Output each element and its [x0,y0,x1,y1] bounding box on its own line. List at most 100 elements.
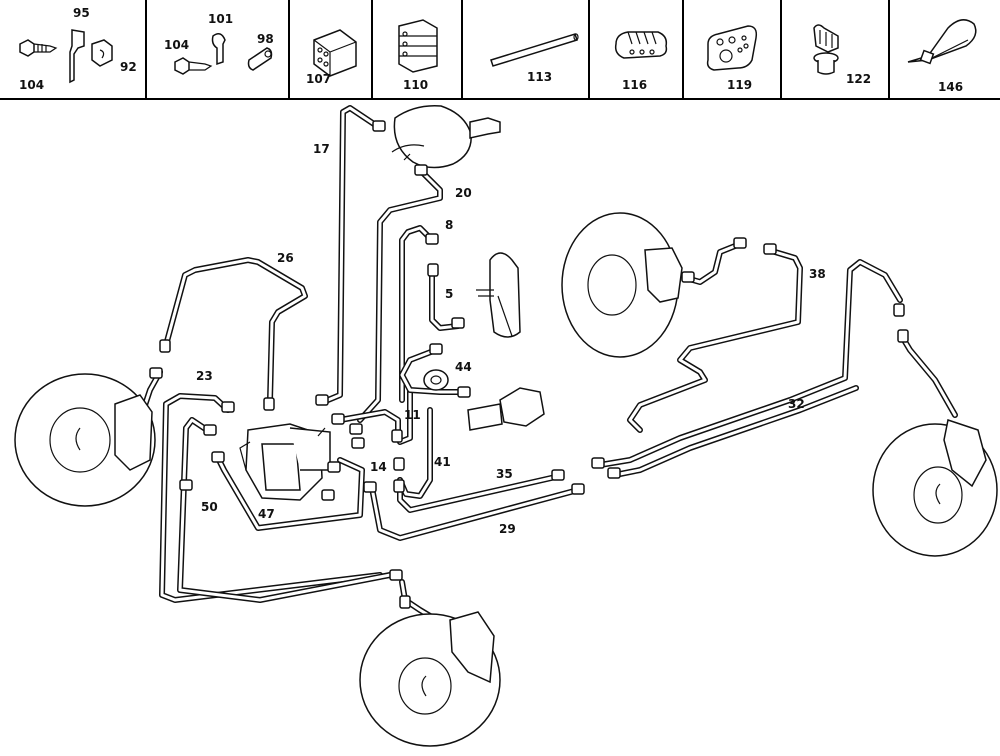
fitting[interactable] [349,423,363,435]
part-ref-101: 101 [208,12,234,26]
fitting[interactable] [763,243,777,255]
brake-line-26[interactable] [163,257,308,403]
parts-cell-9[interactable]: 146 [888,0,1000,98]
fitting[interactable] [315,394,329,406]
fitting[interactable] [391,429,403,443]
fitting[interactable] [399,595,411,609]
fitting[interactable] [414,164,428,176]
brake-line-23[interactable] [159,393,383,603]
four-way-holder-icon [313,29,357,77]
part-ref-116: 116 [622,78,648,92]
parts-strip: 95 104 92 101 104 98 107 [0,0,1000,100]
protective-hose-icon [490,33,579,67]
brake-hose-front-right[interactable] [683,241,743,285]
brake-line-38[interactable] [627,249,803,433]
callout-17: 17 [313,142,330,156]
fitting[interactable] [607,467,621,479]
front-left-disc[interactable] [14,373,156,507]
part-ref-107: 107 [306,72,332,86]
part-ref-110: 110 [403,78,429,92]
brake-line-47[interactable] [215,455,365,531]
fitting[interactable] [429,343,443,355]
parts-cell-5[interactable]: 113 [461,0,590,98]
parts-cell-8[interactable]: 122 [780,0,890,98]
pressure-accumulator[interactable] [423,369,545,431]
part-ref-104: 104 [19,78,45,92]
fitting[interactable] [427,263,439,277]
callout-29: 29 [499,522,516,536]
fitting[interactable] [263,397,275,411]
expanding-clip-icon [813,24,839,75]
fittings [149,120,909,633]
fitting[interactable] [149,367,163,379]
fitting[interactable] [179,479,193,491]
parts-cell-7[interactable]: 119 [682,0,782,98]
callout-14: 14 [370,460,387,474]
brake-line-5[interactable] [429,269,461,331]
part-ref-119: 119 [727,78,753,92]
parts-cell-6[interactable]: 116 [588,0,684,98]
brake-line-32[interactable] [597,259,903,478]
abs-hydraulic-unit[interactable] [239,423,331,501]
fitting[interactable] [551,469,565,481]
callout-5: 5 [445,287,454,301]
fitting[interactable] [351,437,365,449]
rear-left-disc[interactable] [359,611,501,747]
fitting[interactable] [211,451,225,463]
fitting[interactable] [897,329,909,343]
fitting[interactable] [203,424,217,436]
callout-38: 38 [809,267,826,281]
rear-right-disc[interactable] [872,419,998,557]
callout-35: 35 [496,467,513,481]
brake-line-8[interactable] [399,225,435,403]
callout-20: 20 [455,186,472,200]
fitting[interactable] [393,457,405,471]
brake-lines [142,105,958,625]
brake-line-20[interactable] [357,167,443,423]
part-ref-146: 146 [938,80,964,94]
brake-line-50[interactable] [177,417,393,603]
three-way-clip-icon [614,31,668,59]
fitting[interactable] [893,303,905,317]
fitting[interactable] [372,120,386,132]
brake-line-17[interactable] [325,105,383,403]
fitting[interactable] [733,237,747,249]
fitting[interactable] [221,401,235,413]
front-right-disc[interactable] [561,212,683,358]
part-ref-104b: 104 [164,38,190,52]
parts-cell-1[interactable]: 95 104 92 [0,0,147,98]
callout-11: 11 [404,408,421,422]
fitting[interactable] [393,479,405,493]
fluid-reservoir[interactable] [476,252,521,338]
part-ref-122: 122 [846,72,872,86]
fitting[interactable] [425,233,439,245]
callout-44: 44 [455,360,472,374]
parts-cell-4[interactable]: 110 [371,0,463,98]
fitting[interactable] [331,413,345,425]
brake-line-11[interactable] [337,409,401,435]
brake-hose-rear-right[interactable] [901,337,958,418]
callout-26: 26 [277,251,294,265]
fitting[interactable] [321,489,335,501]
fitting[interactable] [681,271,695,283]
brake-line-29[interactable] [369,485,581,541]
fitting[interactable] [159,339,171,353]
parts-cell-3[interactable]: 107 [288,0,373,98]
part-ref-92: 92 [120,60,137,74]
callout-47: 47 [258,507,275,521]
fitting[interactable] [363,481,377,493]
fitting[interactable] [389,569,403,581]
brake-line-44[interactable] [399,347,465,395]
part-ref-113: 113 [527,70,553,84]
fitting[interactable] [327,461,341,473]
callout-50: 50 [201,500,218,514]
fitting[interactable] [457,386,471,398]
callout-23: 23 [196,369,213,383]
fitting[interactable] [451,317,465,329]
part-ref-95: 95 [73,6,90,20]
brake-booster[interactable] [391,105,501,169]
fitting[interactable] [591,457,605,469]
parts-cell-2[interactable]: 101 104 98 [145,0,290,98]
fitting[interactable] [571,483,585,495]
